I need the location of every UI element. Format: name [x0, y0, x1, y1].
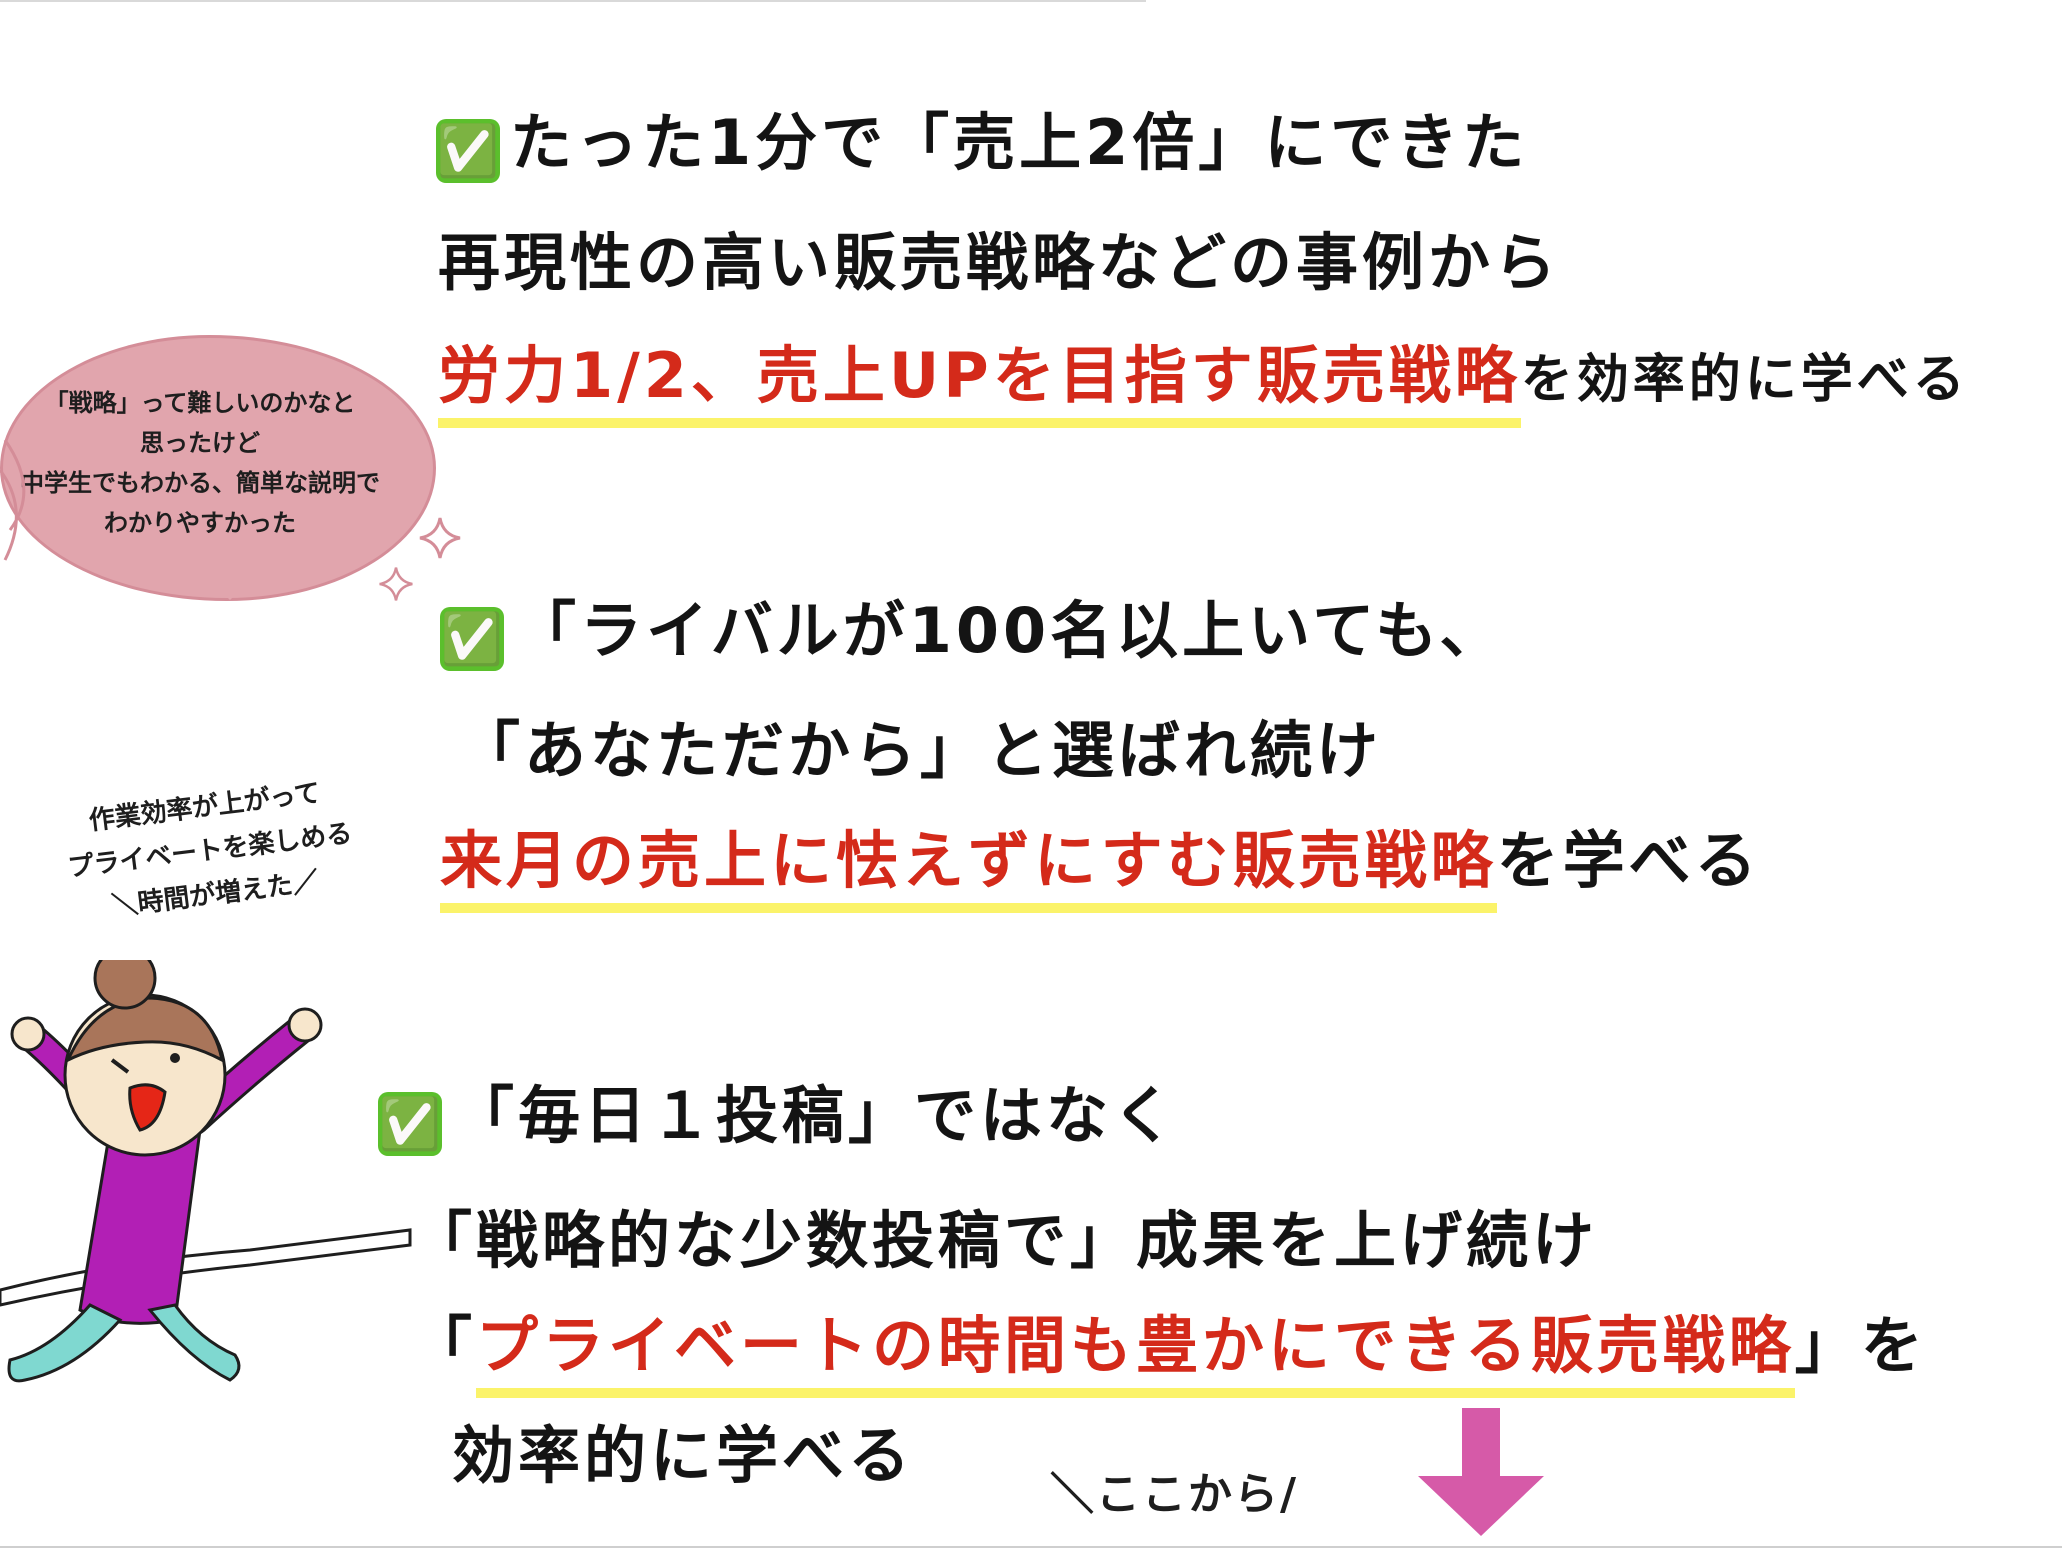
testimonial-text: 「戦略」って難しいのかなと 思ったけど 中学生でもわかる、簡単な説明で わかりや… [20, 389, 380, 537]
section1-line3-rest: を効率的に学べる [1520, 350, 1969, 410]
bottom-divider [0, 1546, 2062, 1548]
check-icon: ✅ [378, 1092, 442, 1156]
side-comment: 作業効率が上がって プライベートを楽しめる ＼時間が増えた／ [66, 778, 354, 923]
section3-highlight-text: プライベートの時間も豊かにできる販売戦略 [476, 1309, 1795, 1398]
section2-line2: 「あなただから」と選ばれ続け [458, 714, 1383, 787]
section3-line2: 「戦略的な少数投稿で」成果を上げ続け [410, 1204, 1599, 1277]
check-icon: ✅ [436, 119, 500, 183]
section2-highlight-text: 来月の売上に怯えずにすむ販売戦略 [440, 824, 1497, 913]
sparkle-icon [419, 517, 461, 559]
cta-label: ＼ここから/ [1050, 1469, 1299, 1520]
runner-illustration [0, 960, 412, 1383]
bubble-tail [190, 560, 270, 600]
testimonial-bubble [0, 335, 436, 601]
section2-line3-rest: を学べる [1496, 824, 1761, 897]
swirl-decoration-icon [0, 439, 26, 561]
section1-line2: 再現性の高い販売戦略などの事例から [438, 226, 1561, 299]
section1-line1: ✅たった1分で「売上2倍」にできた [436, 112, 1528, 183]
section2-line3: 来月の売上に怯えずにすむ販売戦略を学べる [440, 824, 1761, 913]
sparkle-icon [379, 567, 413, 601]
section3-line4: 効率的に学べる [452, 1419, 915, 1492]
section2-line1: ✅「ライバルが100名以上いても、 [440, 600, 1505, 671]
check-icon: ✅ [440, 607, 504, 671]
arrow-down-icon [1418, 1408, 1544, 1536]
top-divider [0, 0, 1146, 2]
section1-line3: 労力1/2、売上UPを目指す販売戦略を効率的に学べる [438, 339, 1969, 428]
section3-line1: ✅「毎日１投稿」ではなく [378, 1085, 1178, 1156]
section3-line3: 「プライベートの時間も豊かにできる販売戦略」を [410, 1309, 1927, 1398]
section1-highlight-text: 労力1/2、売上UPを目指す販売戦略 [438, 339, 1521, 428]
